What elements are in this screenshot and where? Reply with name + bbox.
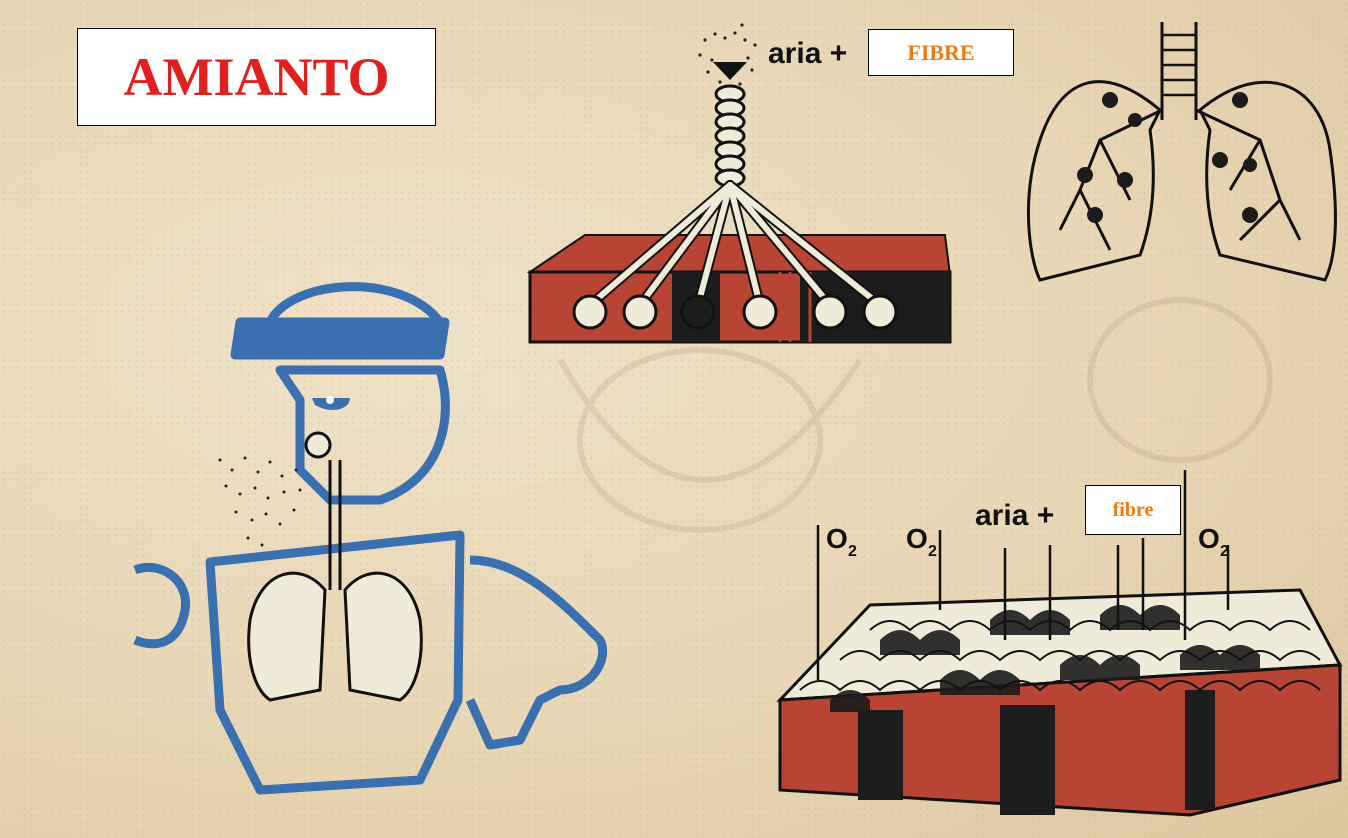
svg-text:O: O [906,523,928,554]
worker-torso [210,535,460,790]
svg-text:2: 2 [928,543,937,560]
oxygen-label-1: O 2 [826,523,857,560]
alveoli-block-bottom: O 2 O 2 O 2 aria + [780,470,1340,815]
worker-right-arm [470,560,603,745]
helmet-brim [235,322,445,355]
aria-label-bottom: aria + [975,499,1054,532]
worker-left-arm [135,567,186,643]
air-particles-top [698,23,756,93]
oxygen-label-2: O 2 [906,523,937,560]
title-text: AMIANTO [123,46,389,108]
lungs-diagram [1028,22,1335,280]
inhale-arrow [713,62,747,80]
fibre-label-bottom: fibre [1113,499,1154,522]
trachea-top [716,86,744,186]
svg-text:2: 2 [1220,543,1229,560]
inhaled-dust-cloud [219,457,302,547]
svg-text:O: O [1198,523,1220,554]
fibre-box-bottom: fibre [1085,485,1181,535]
aria-label-top: aria + [768,37,847,70]
svg-text:O: O [826,523,848,554]
worker-figure [135,287,603,790]
svg-text:2: 2 [848,543,857,560]
worker-head [280,370,445,500]
worker-eye [312,396,350,410]
fibre-label-top: FIBRE [907,40,974,66]
fibre-box-top: FIBRE [868,29,1014,76]
oxygen-label-3: O 2 [1198,523,1229,560]
title-box: AMIANTO [77,28,436,126]
